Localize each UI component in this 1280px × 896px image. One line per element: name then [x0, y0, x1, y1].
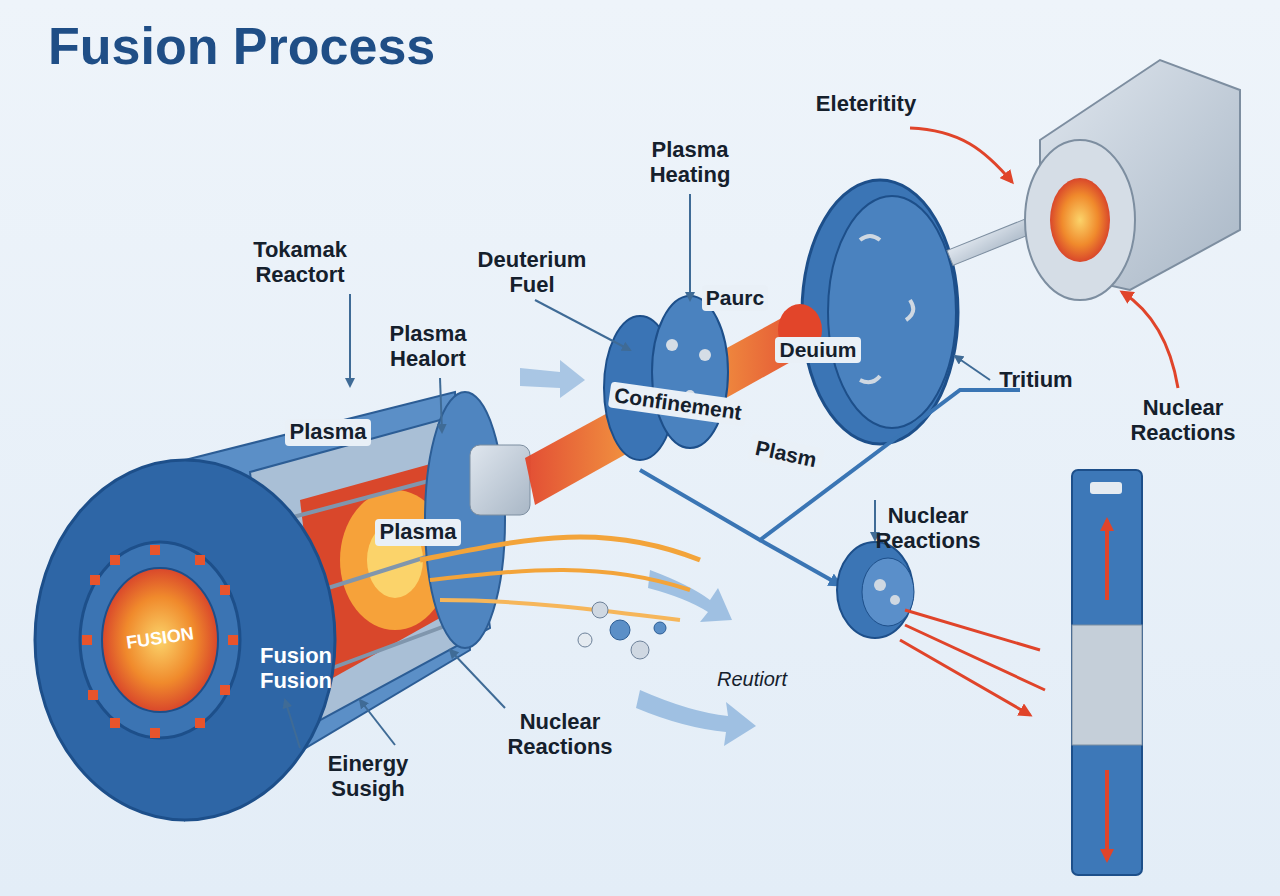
- part-label: Plasm: [749, 435, 822, 473]
- part-label: Deuterium Fuel: [472, 248, 592, 297]
- part-label: FUSION: [114, 622, 206, 654]
- part-label: Fusion Fusion: [251, 644, 341, 693]
- label-patch: [375, 519, 460, 546]
- label-patch: [285, 419, 370, 446]
- part-label: Einergy Susigh: [313, 752, 423, 801]
- label-patch: [702, 285, 768, 311]
- part-label: Plasma Heating: [640, 138, 740, 187]
- part-label: Nuclear Reactions: [1123, 396, 1243, 445]
- part-label: Tokamak Reactort: [235, 238, 365, 287]
- part-label: Paurc: [700, 286, 770, 310]
- part-label: Deuium: [773, 338, 863, 362]
- part-label: Plasma Healort: [373, 322, 483, 371]
- part-label: Tritium: [991, 368, 1081, 393]
- part-label: Plasma: [283, 420, 373, 445]
- part-label: Nuclear Reactions: [500, 710, 620, 759]
- part-label: Plasma: [373, 520, 463, 545]
- part-label: Confinement: [602, 382, 754, 426]
- part-label: Reutiort: [702, 668, 802, 690]
- part-label: Eleteritity: [791, 92, 941, 117]
- label-patch: [608, 382, 749, 427]
- label-patch: [775, 337, 860, 363]
- part-label: Nuclear Reactions: [868, 504, 988, 553]
- diagram-title: Fusion Process: [48, 16, 435, 76]
- label-patch: [747, 434, 824, 475]
